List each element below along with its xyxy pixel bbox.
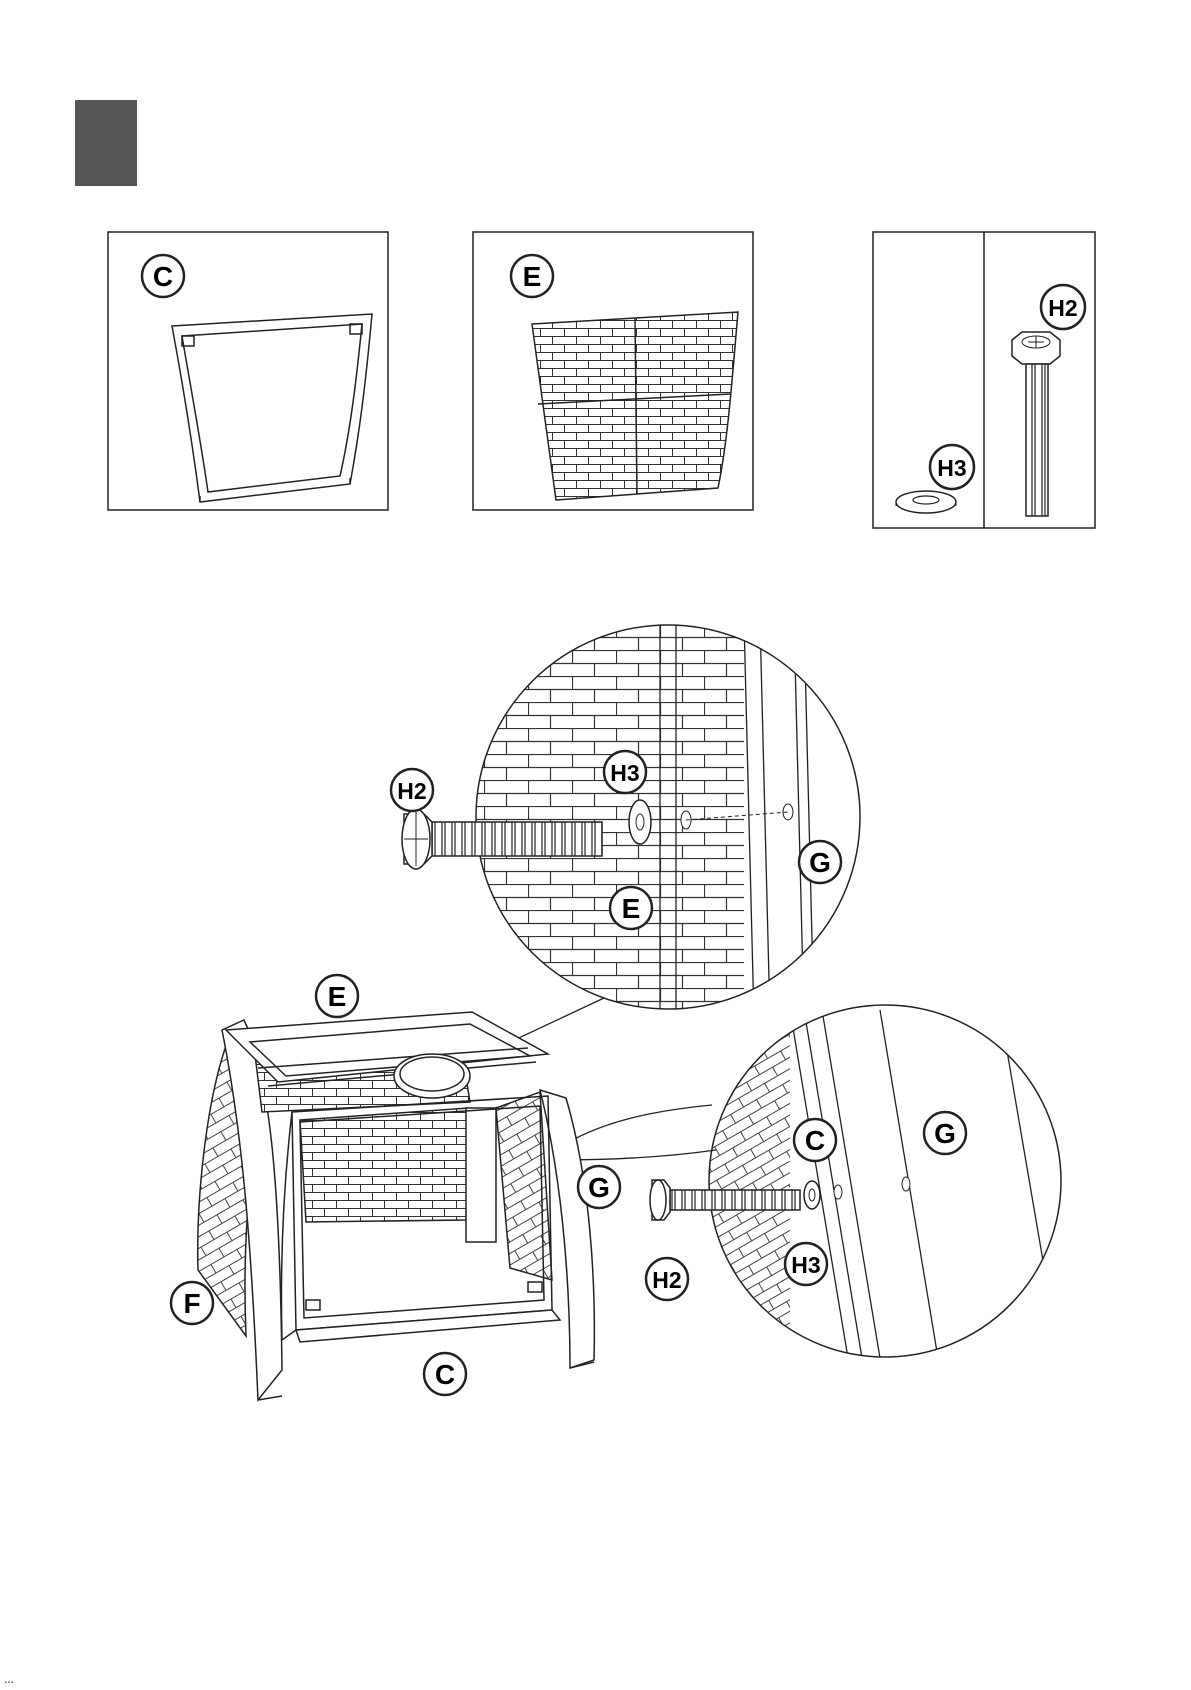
footer-text: …	[4, 1675, 14, 1685]
label-h2-text: H2	[1048, 295, 1077, 321]
hardware-panel: H3 H2	[873, 232, 1095, 528]
step-marker	[75, 100, 137, 186]
main-assembly	[198, 1012, 595, 1400]
label-badge-h3-top: H3	[604, 751, 646, 793]
label-badge-e: E	[511, 255, 553, 297]
label-badge-c: C	[142, 255, 184, 297]
label-c-bottom-text: C	[805, 1125, 825, 1156]
part-panel-c: C	[108, 232, 388, 510]
label-c-text: C	[153, 261, 173, 292]
label-badge-f-main: F	[171, 1282, 213, 1324]
label-h3-text: H3	[937, 455, 966, 481]
label-g-main-text: G	[588, 1172, 610, 1203]
label-h2-top-text: H2	[397, 778, 426, 804]
label-e-main-text: E	[328, 981, 347, 1012]
label-h2-bottom-text: H2	[652, 1267, 681, 1293]
label-badge-h3-bottom: H3	[785, 1243, 827, 1285]
label-h3-top-text: H3	[610, 760, 639, 786]
label-badge-c-main: C	[424, 1353, 466, 1395]
label-badge-h2-top: H2	[391, 769, 433, 811]
label-g-top-text: G	[809, 847, 831, 878]
part-panel-e: E	[473, 232, 753, 510]
label-badge-e-main: E	[316, 975, 358, 1017]
label-g-bottom-text: G	[934, 1118, 956, 1149]
detail-circle-bottom: C G H3 H2	[556, 1000, 1070, 1370]
label-f-main-text: F	[183, 1288, 200, 1319]
label-badge-c-bottom: C	[794, 1119, 836, 1161]
label-badge-h3-panel: H3	[930, 445, 974, 489]
label-badge-e-top: E	[610, 887, 652, 929]
label-badge-g-main: G	[578, 1166, 620, 1208]
label-badge-g-bottom: G	[924, 1112, 966, 1154]
label-c-main-text: C	[435, 1359, 455, 1390]
label-badge-g-top: G	[799, 841, 841, 883]
label-badge-h2-bottom: H2	[646, 1258, 688, 1300]
label-e-text: E	[523, 261, 542, 292]
label-h3-bottom-text: H3	[791, 1252, 820, 1278]
detail-circle-top: H2 H3 E G	[391, 620, 870, 1060]
washer-h3-illustration	[896, 491, 956, 513]
label-e-top-text: E	[622, 893, 641, 924]
label-badge-h2-panel: H2	[1041, 285, 1085, 329]
